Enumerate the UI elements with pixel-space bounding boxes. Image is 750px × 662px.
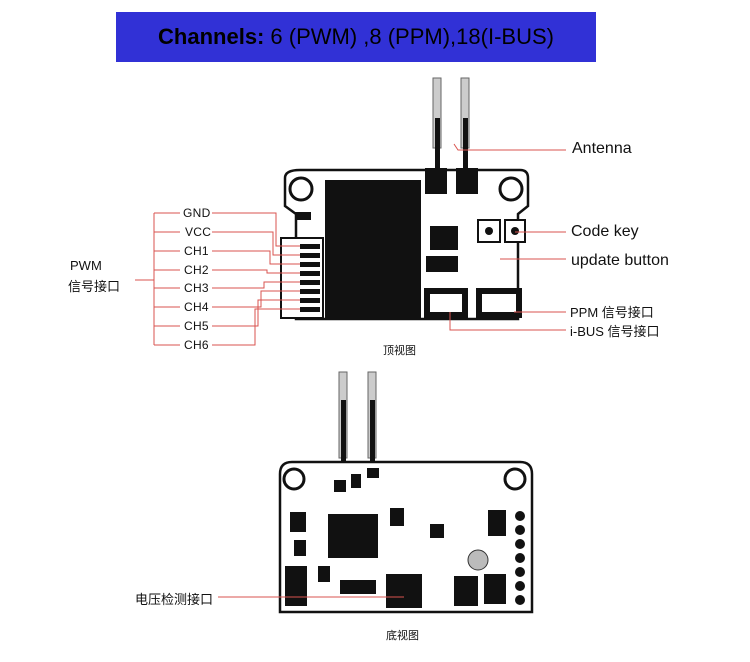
code-key-label: Code key xyxy=(571,223,639,240)
regulator xyxy=(426,256,458,272)
pin-leader-ch1 xyxy=(212,250,300,265)
bottom-pin-pads xyxy=(515,511,525,605)
pwm-pin-ch6 xyxy=(300,307,320,312)
top-view-caption: 顶视图 xyxy=(383,345,416,357)
pwm-header-pins xyxy=(300,244,320,312)
ppm-port-label: PPM 信号接口 xyxy=(570,305,654,320)
pin-label-ch6: CH6 xyxy=(184,338,209,352)
pwm-pin-header xyxy=(280,237,324,319)
mount-hole-left xyxy=(288,176,314,202)
pin-label-vcc: VCC xyxy=(185,225,212,239)
pin-leader-ch2 xyxy=(212,269,300,274)
pin-label-ch3: CH3 xyxy=(184,281,209,295)
pin-leader-ch6 xyxy=(212,308,300,346)
capacitor xyxy=(285,566,307,606)
mount-hole-right xyxy=(498,176,524,202)
pin-label-ch5: CH5 xyxy=(184,319,209,333)
voltage-port-label: 电压检测接口 xyxy=(135,592,214,607)
ant2-connector xyxy=(456,168,478,194)
pwm-pin-gnd xyxy=(300,244,320,249)
antenna-label: Antenna xyxy=(572,140,632,157)
banner-title-rest: 6 (PWM) ,8 (PPM),18(I-BUS) xyxy=(270,24,554,49)
pin-leader-gnd xyxy=(212,212,300,247)
pin-label-ch2: CH2 xyxy=(184,263,209,277)
banner-title-bold: Channels: xyxy=(158,24,265,49)
pin-leader-ch3 xyxy=(212,281,300,289)
pwm-pin-ch3 xyxy=(300,280,320,285)
bottom-view-board xyxy=(278,371,534,614)
pin-label-gnd: GND xyxy=(183,206,211,220)
pin-label-ch4: CH4 xyxy=(184,300,209,314)
mcu-chip xyxy=(328,514,378,558)
main-module-chip xyxy=(325,180,421,318)
voltage-port xyxy=(386,574,422,608)
pwm-pin-ch4 xyxy=(300,289,320,294)
pwm-pin-ch1 xyxy=(300,262,320,267)
pwm-group-label: PWM xyxy=(70,258,102,273)
pin-label-ch1: CH1 xyxy=(184,244,209,258)
antenna-coax-1 xyxy=(435,118,440,170)
top-view-leaders xyxy=(135,143,566,346)
pwm-pin-ch5 xyxy=(300,298,320,303)
ibus-port-label: i-BUS 信号接口 xyxy=(570,324,660,339)
smd-part xyxy=(295,212,311,220)
bottom-board-outline xyxy=(278,460,534,614)
ant1-connector xyxy=(425,168,447,194)
update-button-label: update button xyxy=(571,252,669,269)
pin-leader-vcc xyxy=(212,231,300,256)
pin-leader-ch5 xyxy=(212,299,300,327)
antenna-coax-2 xyxy=(463,118,468,170)
pwm-group-sublabel: 信号接口 xyxy=(68,279,121,294)
channels-banner: Channels: 6 (PWM) ,8 (PPM),18(I-BUS) xyxy=(116,12,596,62)
top-view-board xyxy=(280,77,530,321)
pwm-pin-ch2 xyxy=(300,271,320,276)
pin-leader-ch4 xyxy=(212,290,300,308)
bottom-view-caption: 底视图 xyxy=(386,630,419,642)
ic-chip xyxy=(430,226,458,250)
pwm-pin-vcc xyxy=(300,253,320,258)
